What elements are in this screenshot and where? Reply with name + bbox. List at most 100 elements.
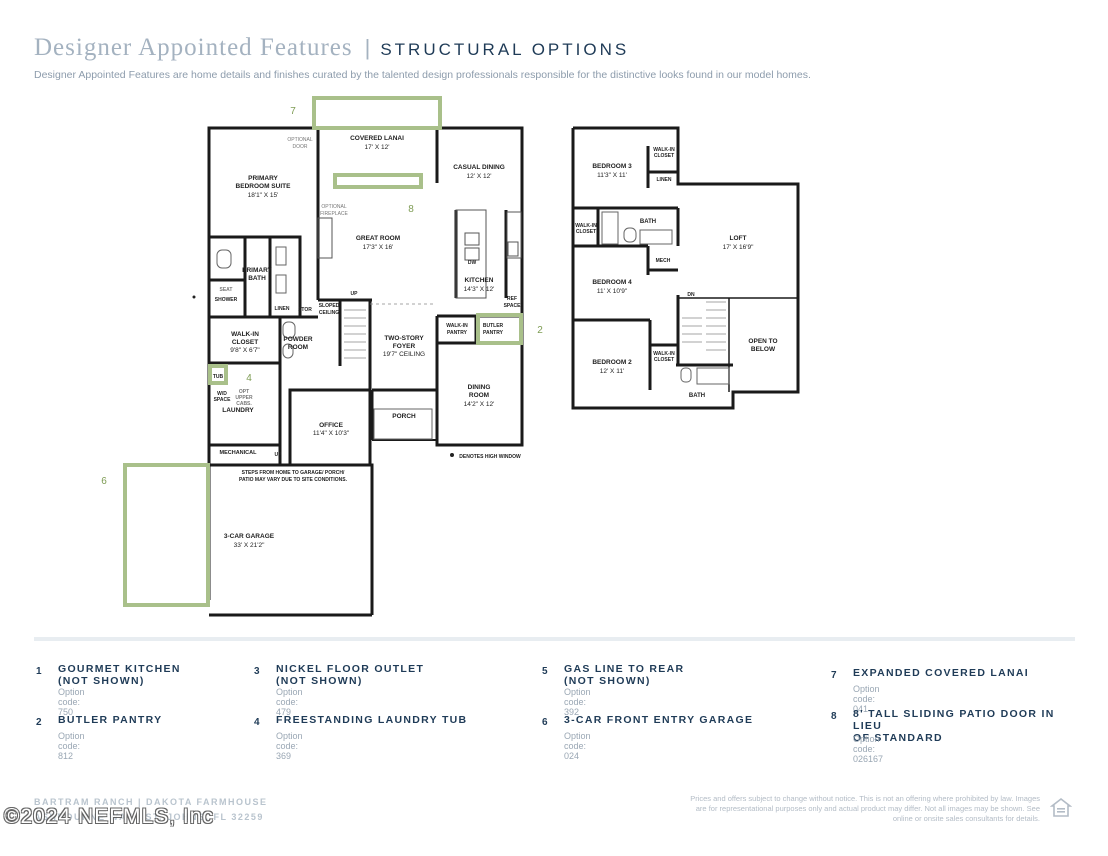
plan-label: WALK-IN xyxy=(653,351,675,357)
label-primary-suite: PRIMARY xyxy=(248,175,278,182)
plan-label: PANTRY xyxy=(447,330,468,336)
option-callouts: 2 4 6 7 8 xyxy=(101,106,543,487)
plan-label: WALK-IN xyxy=(653,147,675,153)
plan-label: 18'1" X 15' xyxy=(248,192,279,199)
plan-label: 11'3" X 11' xyxy=(597,172,627,179)
plan-label: FOYER xyxy=(393,343,416,350)
plan-label: SHOWER xyxy=(215,297,238,303)
plan-label: REF xyxy=(507,296,517,302)
label-walkin-closet: WALK-IN xyxy=(231,331,259,338)
plan-label: 14'2" X 12' xyxy=(464,401,495,408)
plan-label: CLOSET xyxy=(654,357,674,363)
plan-label: CLOSET xyxy=(654,153,674,159)
plan-label: PATIO MAY VARY DUE TO SITE CONDITIONS. xyxy=(239,477,348,483)
plan-label: WALK-IN xyxy=(575,223,597,229)
divider xyxy=(34,637,1075,641)
label-garage: 3-CAR GARAGE xyxy=(224,533,275,540)
plan-label: BUTLER xyxy=(483,323,504,329)
label-foyer: TWO-STORY xyxy=(384,335,424,342)
stairs-second xyxy=(682,301,726,351)
plan-label: DW xyxy=(468,260,477,266)
label-dining-room: DINING xyxy=(468,384,491,391)
plan-label: CABS. xyxy=(236,401,252,407)
plan-label: FIREPLACE xyxy=(320,211,348,217)
high-window-marker xyxy=(450,453,454,457)
callout-8: 8 xyxy=(408,204,414,215)
header-title: Designer Appointed Features xyxy=(34,34,353,61)
label-laundry: LAUNDRY xyxy=(222,407,254,414)
plan-label: BATH xyxy=(689,393,705,399)
option-highlights xyxy=(123,96,523,607)
equal-housing-icon xyxy=(1050,797,1072,817)
header-description: Designer Appointed Features are home det… xyxy=(34,69,811,81)
plan-label: TUB xyxy=(213,374,224,380)
plan-label: W/D xyxy=(217,391,227,397)
plan-label: WALK-IN xyxy=(446,323,468,329)
label-great-room: GREAT ROOM xyxy=(356,235,400,242)
plan-label: 14'3" X 12' xyxy=(464,286,495,293)
callout-7: 7 xyxy=(290,106,296,117)
header-subtitle: STRUCTURAL OPTIONS xyxy=(380,40,630,59)
label-casual-dining: CASUAL DINING xyxy=(453,164,505,171)
plan-label: UP xyxy=(351,291,359,297)
plan-label: DN xyxy=(687,292,695,298)
callout-6: 6 xyxy=(101,476,107,487)
watermark: ©2024 NEFMLS, Inc xyxy=(4,805,214,828)
plan-label: BEDROOM SUITE xyxy=(236,183,292,190)
plan-label: STOR xyxy=(298,307,312,313)
plan-label: 12' X 12' xyxy=(467,173,492,180)
plan-label: 19'7" CEILING xyxy=(383,351,425,358)
second-floor-walls xyxy=(571,126,800,410)
plan-label: CEILING xyxy=(319,310,339,316)
floor-plan: COVERED LANAI 17' X 12' OPTIONAL DOOR CA… xyxy=(101,96,800,617)
plan-label: CLOSET xyxy=(232,339,258,346)
footer-disclaimer: Prices and offers subject to change with… xyxy=(690,794,1040,823)
label-powder-room: POWDER xyxy=(283,336,313,343)
kitchen-island xyxy=(317,209,522,299)
plan-label: ROOM xyxy=(469,392,489,399)
plan-label: 11' X 10'9" xyxy=(597,288,628,295)
plan-label: CLOSET xyxy=(576,229,596,235)
label-bedroom3: BEDROOM 3 xyxy=(592,163,632,170)
label-bedroom4: BEDROOM 4 xyxy=(592,279,632,286)
plan-label: OPTIONAL xyxy=(321,204,347,210)
page-header: Designer Appointed Features | STRUCTURAL… xyxy=(34,34,629,68)
plan-label: 12' X 11' xyxy=(600,368,624,375)
label-kitchen: KITCHEN xyxy=(465,277,494,284)
plan-label: LINEN xyxy=(275,306,290,312)
label-office: OFFICE xyxy=(319,422,343,429)
label-porch: PORCH xyxy=(392,413,416,420)
plan-label: OPTIONAL xyxy=(287,137,313,143)
label-loft: LOFT xyxy=(730,235,747,242)
stairs-first xyxy=(344,303,435,359)
plan-label: UP xyxy=(275,452,283,458)
plan-label: SEAT xyxy=(220,287,233,293)
label-covered-lanai: COVERED LANAI xyxy=(350,135,404,142)
plan-label: BATH xyxy=(640,219,656,225)
plan-label: SLOPED xyxy=(319,303,340,309)
plan-label: 11'4" X 10'3" xyxy=(313,430,350,437)
callout-4: 4 xyxy=(246,373,252,384)
label-primary-bath: PRIMARY xyxy=(242,267,272,274)
outlet-marker xyxy=(192,295,196,299)
callout-2: 2 xyxy=(537,325,543,336)
plan-label: ROOM xyxy=(288,344,308,351)
plan-label: BATH xyxy=(248,275,266,282)
plan-label: STEPS FROM HOME TO GARAGE/ PORCH/ xyxy=(242,470,345,476)
plan-label: 33' X 21'2" xyxy=(234,542,266,549)
plan-label: LINEN xyxy=(657,177,672,183)
plan-label: 17' X 16'9" xyxy=(723,244,755,251)
plan-label: SPACE xyxy=(504,303,522,309)
plan-label: MECHANICAL xyxy=(220,450,258,456)
footer-address: ASHBOURNE WAY | ST. JOHNS, FL 32259 xyxy=(34,812,264,822)
plan-label: DOOR xyxy=(293,144,308,150)
footer-community: BARTRAM RANCH | DAKOTA FARMHOUSE xyxy=(34,797,268,807)
label-bedroom2: BEDROOM 2 xyxy=(592,359,632,366)
plan-label: MECH xyxy=(656,258,671,264)
plan-label: SPACE xyxy=(214,397,232,403)
second-floor-fixtures xyxy=(601,211,730,385)
plan-label: 17'3" X 16' xyxy=(363,244,394,251)
header-separator: | xyxy=(364,35,371,60)
plan-label: 9'8" X 6'7" xyxy=(230,347,260,354)
fixtures xyxy=(216,246,433,440)
